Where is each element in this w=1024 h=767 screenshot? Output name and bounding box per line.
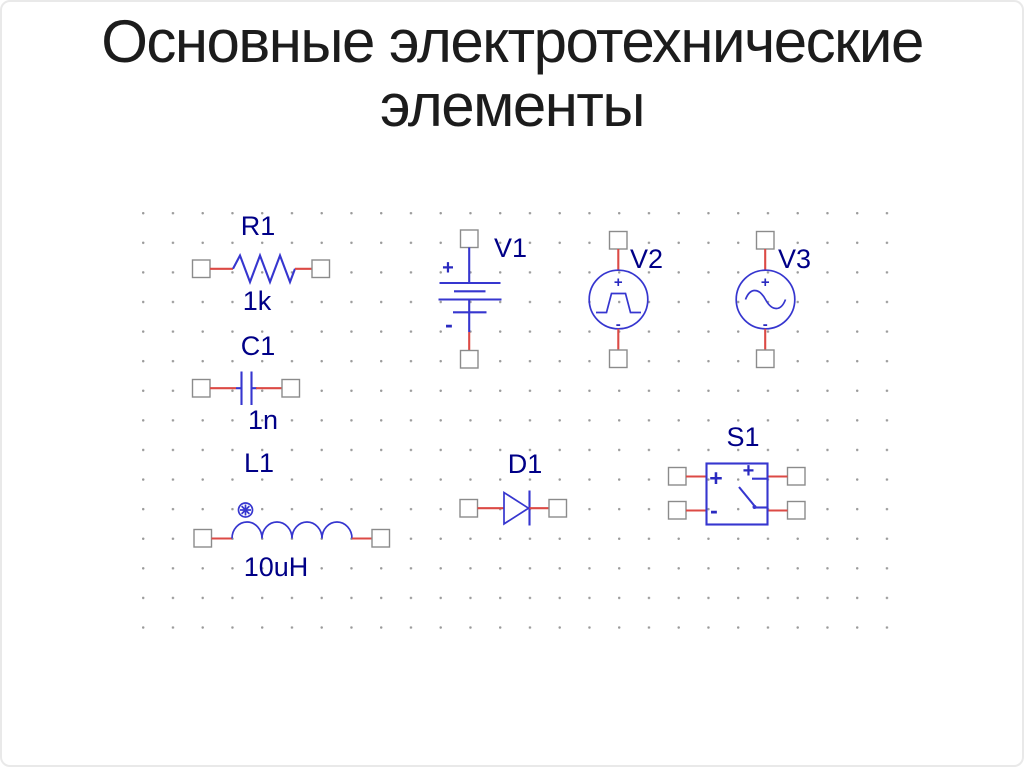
terminal-square — [608, 349, 628, 369]
switch-box — [705, 462, 769, 526]
diode-triangle — [503, 490, 531, 526]
resistor-r1: R1 1k — [191, 211, 331, 316]
pulse-source-ref-label: V2 — [630, 244, 663, 274]
inductor-ref-label: L1 — [244, 448, 274, 478]
terminal-square — [786, 500, 806, 520]
slide-title: Основные электротехнические элементы — [2, 10, 1022, 138]
switch-minus-left-sign: - — [710, 497, 718, 523]
terminal-square — [786, 466, 806, 486]
slide-title-line1: Основные электротехнические — [101, 8, 924, 75]
terminal-square — [371, 528, 391, 548]
switch-s1: S1 + - + — [667, 422, 806, 526]
terminal-square — [755, 230, 775, 250]
capacitor-value-label: 1n — [248, 405, 278, 435]
switch-plus-left-sign: + — [709, 465, 722, 491]
capacitor-ref-label: C1 — [241, 331, 276, 361]
diode-ref-label: D1 — [508, 449, 543, 479]
resistor-ref-label: R1 — [241, 211, 276, 241]
terminal-square — [191, 378, 211, 398]
capacitor-c1: C1 1n — [191, 331, 301, 435]
terminal-square — [608, 230, 628, 250]
source-plus-sign: + — [761, 274, 770, 291]
dc-source-v1: V1 + - — [438, 229, 527, 369]
terminal-square — [667, 500, 687, 520]
battery-minus-sign: - — [445, 311, 453, 337]
ac-source-v3: V3 + - — [735, 230, 811, 369]
diode-d1: D1 — [459, 449, 568, 526]
inductor-l1: L1 10uH — [193, 448, 391, 582]
switch-ref-label: S1 — [726, 422, 759, 452]
resistor-zigzag — [232, 252, 296, 285]
terminal-square — [281, 378, 301, 398]
terminal-square — [459, 349, 479, 369]
source-plus-sign: + — [614, 274, 623, 291]
dc-source-ref-label: V1 — [494, 233, 527, 263]
battery-plus-sign: + — [442, 257, 454, 279]
switch-lever — [738, 486, 756, 508]
terminal-square — [311, 259, 331, 279]
slide-title-line2: элементы — [379, 72, 646, 139]
inductor-star-icon — [237, 502, 254, 518]
inductor-coil — [231, 521, 353, 539]
pulse-waveform — [596, 292, 641, 314]
resistor-value-label: 1k — [243, 286, 272, 316]
terminal-square — [191, 259, 211, 279]
terminal-square — [193, 528, 213, 548]
terminal-square — [667, 466, 687, 486]
switch-plus-right-sign: + — [743, 460, 755, 482]
schematic-dot-grid — [142, 212, 889, 631]
terminal-square — [755, 349, 775, 369]
pulse-source-v2: V2 + - — [588, 230, 663, 369]
terminal-square — [548, 498, 568, 518]
inductor-value-label: 10uH — [244, 552, 309, 582]
terminal-square — [459, 498, 479, 518]
sine-waveform — [744, 289, 787, 310]
source-minus-sign: - — [763, 316, 768, 333]
ac-source-ref-label: V3 — [778, 244, 811, 274]
terminal-square — [459, 229, 479, 249]
source-minus-sign: - — [616, 316, 621, 333]
